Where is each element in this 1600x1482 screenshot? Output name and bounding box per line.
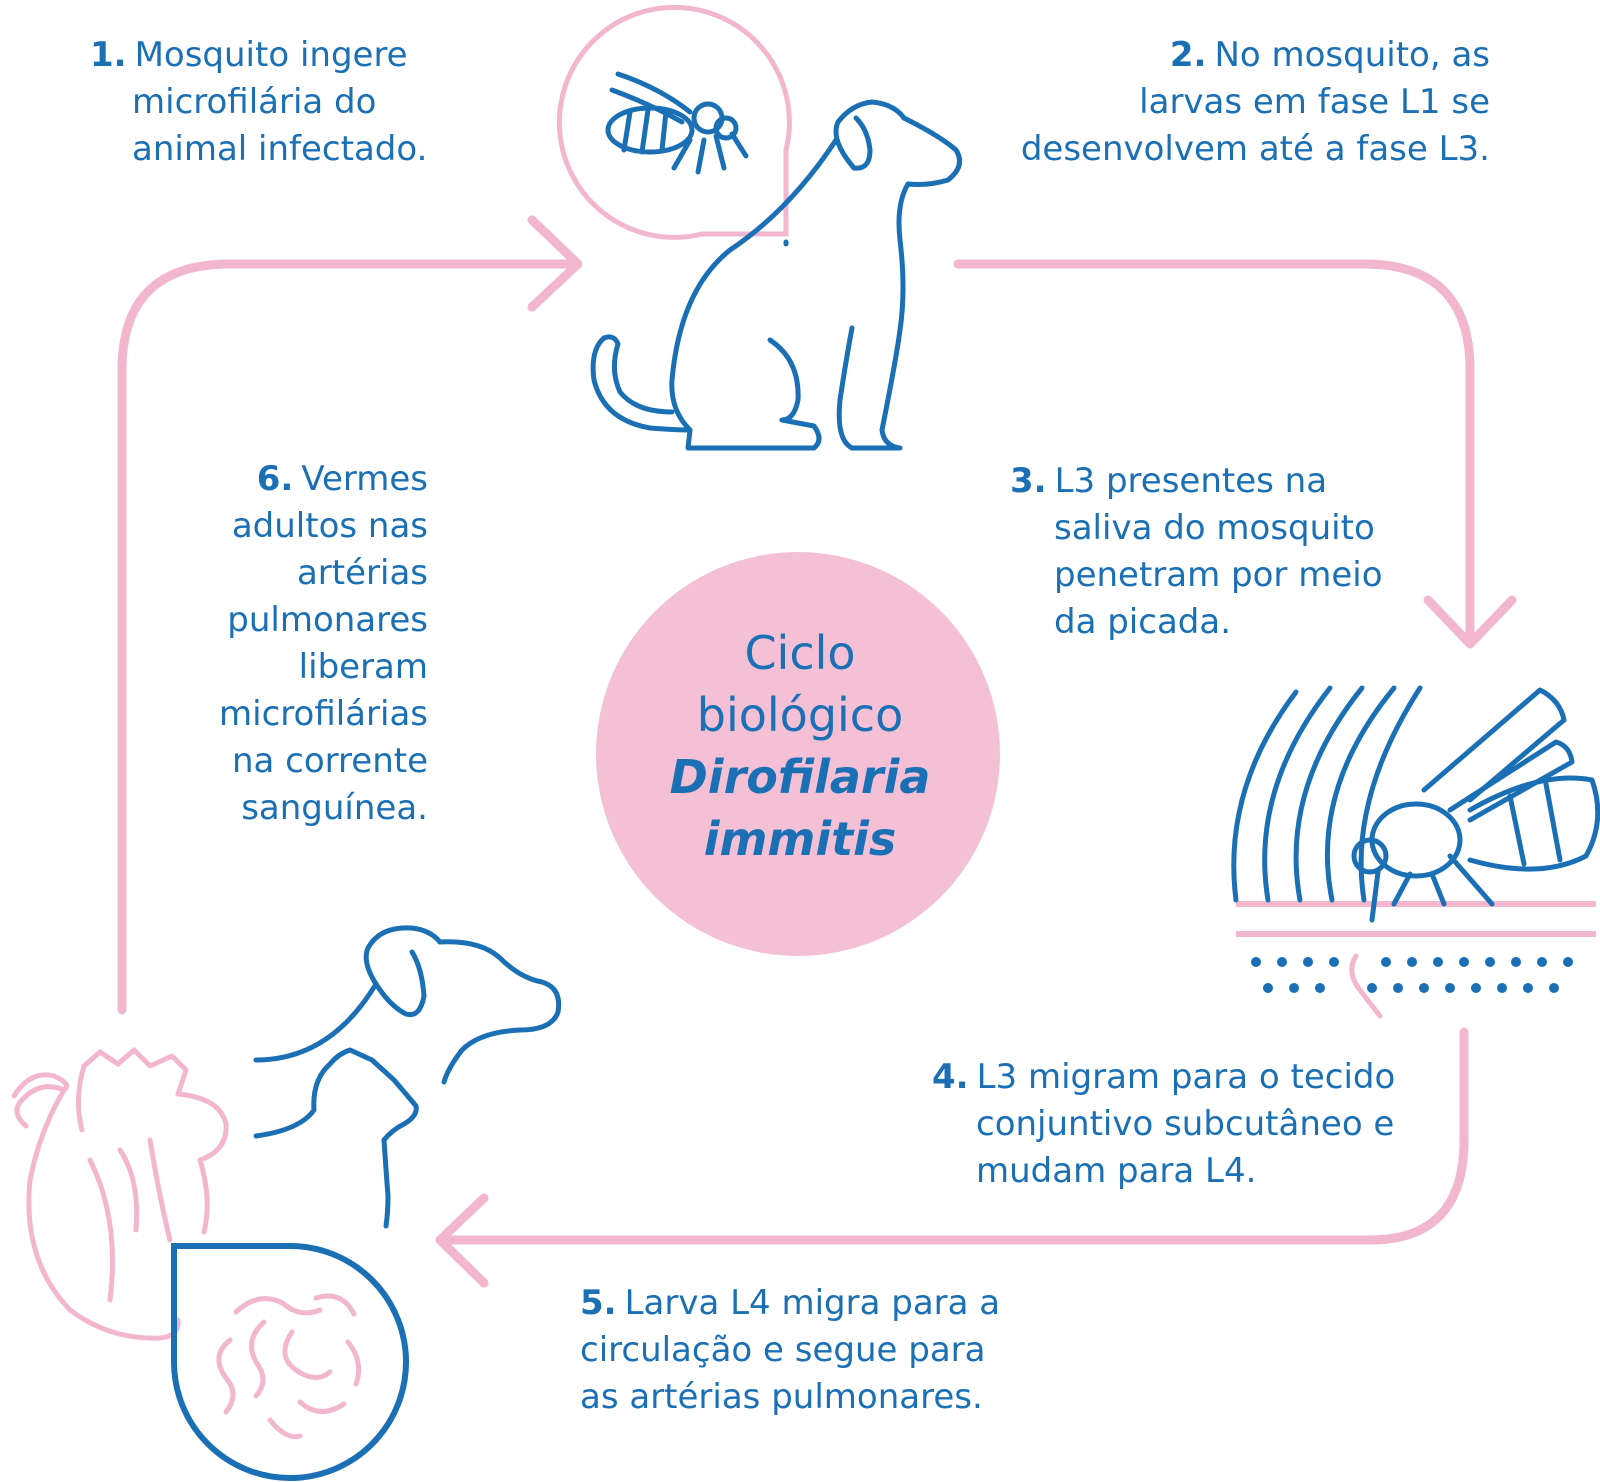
step-4: 4.L3 migram para o tecido conjuntivo sub… [932, 1054, 1395, 1195]
center-title-line-1: Ciclo [744, 626, 856, 680]
step-3: 3.L3 presentes na saliva do mosquito pen… [1010, 458, 1383, 646]
step-2-number: 2. [1169, 35, 1207, 75]
arrow-bottom-right [435, 1027, 1469, 1245]
center-title-species-genus: Dirofilaria [669, 750, 931, 804]
step-6-line-2: adultos nas [231, 506, 428, 546]
step-3-line-2: saliva do mosquito [1054, 508, 1375, 548]
mosquito-icon [556, 4, 792, 240]
step-2-line-3: desenvolvem até a fase L3. [1020, 129, 1490, 169]
step-4-number: 4. [932, 1057, 969, 1097]
step-1: 1.Mosquito ingere microfilária do animal… [90, 32, 427, 173]
step-2-line-1: No mosquito, as [1214, 35, 1490, 75]
worms-magnifier-icon [171, 1243, 409, 1481]
step-4-line-1: L3 migram para o tecido [976, 1057, 1396, 1097]
step-6-line-1: Vermes [301, 459, 428, 499]
step-5: 5.Larva L4 migra para a circulação e seg… [580, 1280, 1000, 1421]
step-1-line-1: Mosquito ingere [134, 35, 408, 75]
step-3-number: 3. [1010, 461, 1047, 501]
step-6-line-6: microfilárias [219, 694, 428, 734]
step-1-line-3: animal infectado. [132, 129, 428, 169]
step-4-line-3: mudam para L4. [976, 1151, 1257, 1191]
center-title: Ciclo biológico Dirofilaria immitis [600, 622, 1000, 870]
step-5-number: 5. [580, 1283, 617, 1323]
step-3-line-4: da picada. [1054, 602, 1232, 642]
step-5-line-2: circulação e segue para [580, 1330, 986, 1370]
skin-dots [1251, 957, 1573, 993]
dog-cat-icon [253, 925, 562, 1229]
arrow-top-right [953, 259, 1475, 645]
arrowhead-to-skin [1423, 595, 1517, 649]
heart-icon [11, 1047, 229, 1341]
step-2-line-2: larvas em fase L1 se [1139, 82, 1490, 122]
step-6: 6.Vermes adultos nas artérias pulmonares… [219, 456, 428, 832]
dog-icon [590, 99, 963, 451]
step-2: 2.No mosquito, as larvas em fase L1 se d… [1021, 32, 1490, 173]
skin-bite-icon [1231, 685, 1600, 1019]
step-4-line-2: conjuntivo subcutâneo e [976, 1104, 1395, 1144]
cycle-arrows [117, 215, 1517, 1288]
arrowhead-to-host [435, 1193, 489, 1288]
step-1-number: 1. [90, 35, 127, 75]
step-6-line-5: liberam [298, 647, 428, 687]
step-6-line-8: sanguínea. [241, 788, 428, 828]
arrow-left-up [117, 259, 580, 1015]
step-6-line-7: na corrente [231, 741, 428, 781]
step-6-line-3: artérias [296, 553, 428, 593]
step-5-line-1: Larva L4 migra para a [624, 1283, 1001, 1323]
step-6-number: 6. [256, 459, 294, 499]
step-3-line-3: penetram por meio [1054, 555, 1383, 595]
center-title-species-name: immitis [703, 812, 897, 866]
step-6-line-4: pulmonares [227, 600, 428, 640]
step-3-line-1: L3 presentes na [1054, 461, 1328, 501]
step-5-line-3: as artérias pulmonares. [580, 1377, 983, 1417]
step-1-line-2: microfilária do [132, 82, 377, 122]
center-circle [596, 552, 1000, 956]
arrowhead-to-dog [527, 215, 583, 312]
center-title-line-2: biológico [696, 688, 904, 742]
